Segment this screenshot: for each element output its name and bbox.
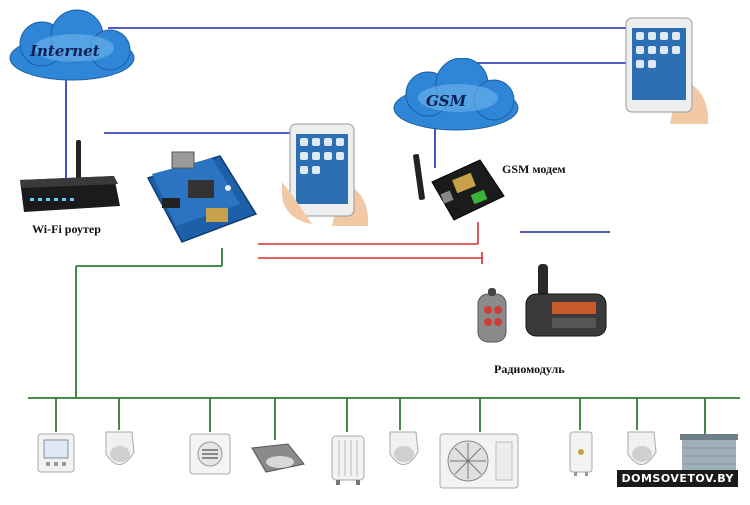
street-lamp-icon: [251, 443, 305, 473]
internet-label: Internet: [29, 42, 100, 60]
motion-sensor-icon: [105, 431, 135, 465]
air-conditioner-icon: [439, 433, 519, 489]
gsm-modem-label: GSM модем: [502, 162, 566, 176]
tablet-icon: [282, 123, 369, 226]
power-bus: [28, 248, 740, 440]
gsm-label: GSM: [426, 92, 467, 110]
exhaust-fan-icon: [189, 433, 231, 475]
thermostat-icon: [37, 433, 75, 473]
tablet-icon: [625, 17, 709, 124]
gsm-cloud-icon: GSM: [393, 58, 519, 131]
motion-sensor-icon: [627, 431, 657, 465]
radio-remote-icon: [477, 288, 507, 343]
internet-cloud-icon: Internet: [9, 9, 135, 81]
radio-module-label: Радиомодуль: [494, 362, 565, 376]
wifi-router-icon: [20, 140, 120, 212]
radio-links: [258, 222, 483, 264]
motion-sensor-icon: [389, 431, 419, 465]
wifi-router-label: Wi-Fi роутер: [32, 222, 101, 236]
controller-board-icon: [146, 151, 258, 243]
radio-module-icon: [525, 264, 607, 337]
watermark: DOMSOVETOV.BY: [617, 470, 738, 487]
oil-heater-icon: [331, 435, 365, 485]
network-links: [65, 27, 630, 233]
water-heater-icon: [569, 431, 593, 476]
gsm-modem-icon: [413, 154, 505, 221]
